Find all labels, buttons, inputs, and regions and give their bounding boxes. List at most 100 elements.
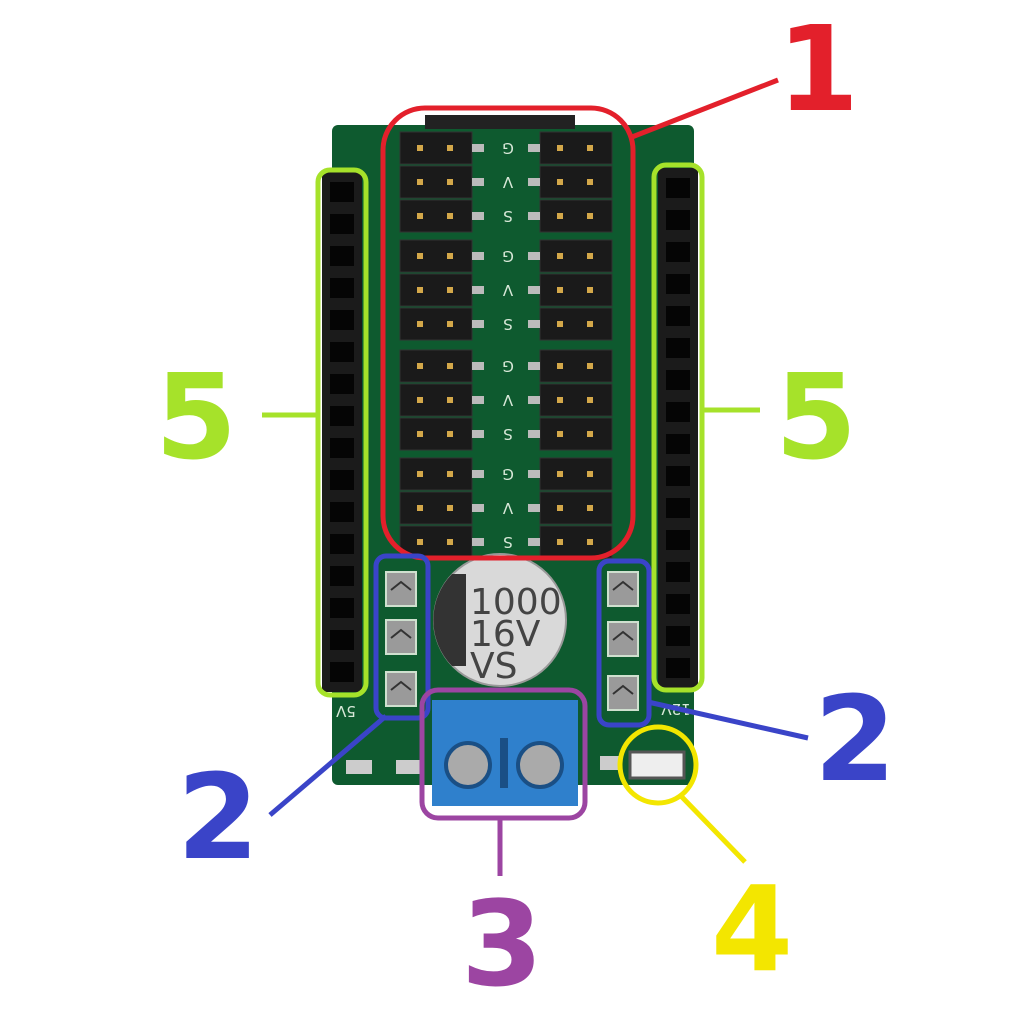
header-socket (666, 178, 690, 198)
silk-pin-label: G (502, 139, 514, 157)
pin (417, 397, 423, 403)
solder-lead (472, 212, 484, 220)
callout-box-3 (419, 687, 588, 821)
header-socket (330, 534, 354, 554)
pin (447, 179, 453, 185)
callout-box-2-left (373, 553, 431, 721)
header-socket (330, 214, 354, 234)
pin (447, 539, 453, 545)
jumper-pad[interactable] (385, 619, 417, 655)
solder-lead (472, 252, 484, 260)
pin (587, 505, 593, 511)
label-2-left: 2 (177, 748, 259, 886)
pin-header-row (399, 307, 473, 341)
pin-header-row (539, 273, 613, 307)
silk-pin-label: V (502, 499, 513, 517)
label-2-right: 2 (814, 670, 896, 808)
solder-lead (472, 430, 484, 438)
pin-header-row (539, 491, 613, 525)
pin (417, 179, 423, 185)
screw-terminal-block (432, 700, 578, 806)
solder-lead (528, 396, 540, 404)
pin-header-row (399, 165, 473, 199)
solder-lead (472, 178, 484, 186)
header-socket (666, 498, 690, 518)
pin-header-row (539, 307, 613, 341)
pin (587, 287, 593, 293)
header-socket (666, 562, 690, 582)
pin-header-row (539, 239, 613, 273)
header-socket (330, 662, 354, 682)
pin (587, 539, 593, 545)
header-socket (330, 310, 354, 330)
solder-lead (528, 538, 540, 546)
header-socket (666, 530, 690, 550)
solder-lead (528, 504, 540, 512)
label-5-left: 5 (155, 348, 237, 486)
silk-pin-label: S (503, 533, 513, 551)
pin-header-row (399, 131, 473, 165)
solder-lead (472, 144, 484, 152)
pin (587, 213, 593, 219)
smd-resistor (346, 760, 372, 774)
pin (557, 179, 563, 185)
header-socket (666, 210, 690, 230)
silk-pin-label: S (503, 425, 513, 443)
header-socket (666, 402, 690, 422)
capacitor-series: VS (470, 646, 517, 687)
header-top-edge (425, 115, 575, 129)
pin-header-row (539, 383, 613, 417)
silk-5v: 5V (335, 702, 356, 720)
pin (587, 471, 593, 477)
solder-lead (472, 396, 484, 404)
female-header-right (658, 168, 698, 688)
pin-header-row (539, 525, 613, 559)
silk-pin-label: V (502, 281, 513, 299)
jumper-pad[interactable] (607, 621, 639, 657)
silk-pin-label: G (502, 465, 514, 483)
jumper-pad[interactable] (607, 675, 639, 711)
silk-pin-label: S (503, 207, 513, 225)
jumper-pad[interactable] (385, 571, 417, 607)
label-5-right: 5 (775, 348, 857, 486)
jumper-pads (385, 571, 639, 711)
silk-pin-label: V (502, 391, 513, 409)
header-socket (666, 594, 690, 614)
solder-lead (472, 538, 484, 546)
pin (417, 471, 423, 477)
pin (557, 397, 563, 403)
solder-lead (528, 470, 540, 478)
pin-header-row (539, 199, 613, 233)
pin (417, 321, 423, 327)
jumper-pad[interactable] (385, 671, 417, 707)
pin (417, 213, 423, 219)
pin-header-row (539, 457, 613, 491)
pin (557, 287, 563, 293)
header-socket (330, 502, 354, 522)
jumper-pad[interactable] (607, 571, 639, 607)
callout-circle-4 (617, 724, 699, 806)
pin (587, 145, 593, 151)
pin-header-row (399, 525, 473, 559)
solder-lead (528, 430, 540, 438)
pin (557, 363, 563, 369)
pin (557, 213, 563, 219)
pin-header-row (399, 383, 473, 417)
female-header-left (322, 172, 362, 692)
pin (557, 539, 563, 545)
pad-chevron-icon (612, 684, 634, 695)
capacitor-value: 1000 (470, 582, 562, 623)
pin (417, 431, 423, 437)
header-socket (330, 598, 354, 618)
pin (587, 253, 593, 259)
pin-header-row (539, 131, 613, 165)
solder-lead (528, 286, 540, 294)
pin (557, 253, 563, 259)
pin (557, 505, 563, 511)
pin-header-row (399, 239, 473, 273)
pin (447, 287, 453, 293)
pin (587, 321, 593, 327)
pin-header-row (539, 165, 613, 199)
